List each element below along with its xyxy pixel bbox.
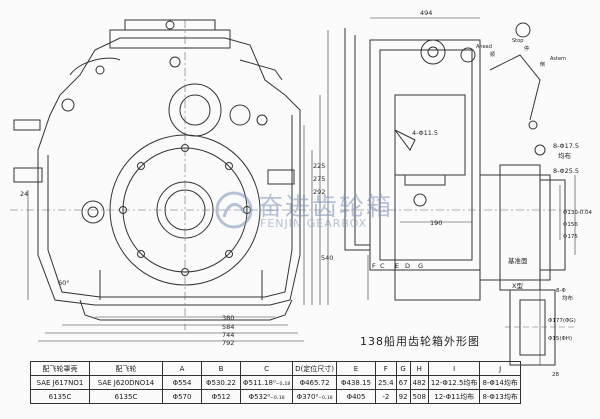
table-cell: 12-Φ11均布 [427,389,481,404]
dim-G: G [418,262,423,270]
label-section: X型 [512,281,523,290]
label-stop-cn: 停 [524,45,529,52]
table-cell: SAE J617NO1 [30,375,90,390]
table-cell: 6135C [30,389,90,404]
table-cell: Φ370⁰₋₀.₁₈ [292,389,338,404]
table-header-cell: D(定位尺寸) [292,361,338,376]
table-header-cell: I [427,361,481,376]
watermark-cn: 奋进齿轮箱 [258,192,394,221]
dim-156: Φ156 [563,222,578,228]
side-dimensions [367,17,576,300]
table-row: SAE J617NO1 SAE J620DNO14 Φ554 Φ530.22 Φ… [30,375,521,390]
table-cell: 67 [395,375,411,390]
table-cell: Φ405 [336,389,377,404]
dim-792: 792 [222,339,234,347]
dim-flange-even: 均布 [558,151,572,160]
dim-C: C [380,262,385,270]
dim-section-28: 28 [552,372,559,378]
dim-60deg: 60° [58,279,70,287]
dim-584: 584 [222,323,234,331]
table-cell: 25.4 [375,375,397,390]
table-header-cell: G [395,361,411,376]
table-cell: Φ465.72 [292,375,338,390]
table-cell: 8-Φ14均布 [479,375,521,390]
label-base: 基准面 [508,256,528,265]
table-header-cell: F [375,361,397,376]
dim-F: F [372,262,376,270]
table-header-cell: C [239,361,294,376]
table-header-cell: 配飞轮罩壳 [30,361,90,376]
dim-section-G: Φ177(ΦG) [548,318,576,324]
dim-190: 190 [430,219,442,227]
table-header-cell: H [409,361,429,376]
dim-section-holes: 8-Φ [556,288,566,294]
dim-275: 275 [313,175,325,183]
side-view [344,22,566,301]
table-cell: -2 [375,389,397,404]
front-view [13,19,301,321]
watermark-en: FENJIN GEARBOX [260,217,368,230]
watermark: 奋进齿轮箱 FENJIN GEARBOX [214,187,414,237]
table-header-cell: J [479,361,521,376]
flange-section [505,289,575,366]
table-cell: Φ532⁰₋₀.₁₈ [239,389,294,404]
table-cell: Φ512 [201,389,241,404]
dim-380: 380 [222,314,234,322]
table-cell: 508 [409,389,429,404]
table-cell: Φ554 [162,375,202,390]
label-astern: Astern [550,56,566,62]
dim-175: Φ175 [563,234,578,240]
table-cell: 6135C [89,389,163,404]
dim-flange-bore: 8-Φ25.5 [553,167,579,175]
dim-flange-holes: 8-Φ17.5 [553,142,579,150]
dim-section-H: Φ15(ΦH) [548,336,572,342]
front-dimensions [27,30,329,342]
dim-130: Φ130-0.04 [563,210,593,216]
table-cell: 482 [409,375,429,390]
table-header-cell: B [201,361,241,376]
dim-24: 24 [20,190,28,198]
drawing-caption: 138船用齿轮箱外形图 [360,335,480,348]
label-ahead: Ahead [476,44,492,50]
dim-D: D [405,262,410,270]
dim-225: 225 [313,162,325,170]
table-cell: Φ570 [162,389,202,404]
dim-744: 744 [222,331,234,339]
dim-holes: 4-Φ11.5 [412,129,438,137]
dim-E: E [395,262,399,270]
table-row: 6135C 6135C Φ570 Φ512 Φ532⁰₋₀.₁₈ Φ370⁰₋₀… [30,389,521,404]
table-header-cell: A [162,361,202,376]
table-cell: Φ438.15 [336,375,377,390]
table-cell: 12-Φ12.5均布 [427,375,481,390]
table-header-cell: E [336,361,377,376]
table-cell: 8-Φ13均布 [479,389,521,404]
spec-table: 配飞轮罩壳 配飞轮 A B C D(定位尺寸) E F G H I J SAE … [30,361,521,404]
table-cell: SAE J620DNO14 [89,375,163,390]
label-ahead-cn: 顺 [490,52,495,58]
table-cell: 92 [395,389,411,404]
dim-section-even: 均布 [562,294,574,302]
dim-540: 540 [321,254,333,262]
logo-icon [215,191,253,229]
dim-292: 292 [313,188,325,196]
dim-494: 494 [420,9,432,17]
table-cell: Φ511.18⁰₋₀.₁₈ [239,375,294,390]
table-header-cell: 配飞轮 [89,361,163,376]
label-astern-cn: 倒 [540,61,545,68]
table-cell: Φ530.22 [201,375,241,390]
table-header-row: 配飞轮罩壳 配飞轮 A B C D(定位尺寸) E F G H I J [30,361,521,376]
label-stop: Stop [512,38,523,44]
